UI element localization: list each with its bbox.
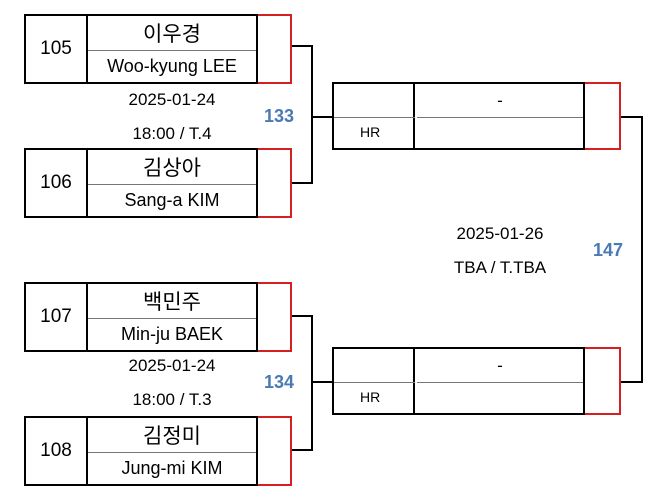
bracket-connector bbox=[292, 315, 312, 317]
round2-score-box-top[interactable] bbox=[585, 82, 621, 150]
player-card-105[interactable]: 105 이우경 Woo-kyung LEE bbox=[24, 14, 258, 84]
seed-cell: HR bbox=[334, 84, 415, 148]
slot-divider bbox=[417, 117, 583, 118]
score-box-107[interactable] bbox=[258, 282, 292, 352]
player-card-108[interactable]: 108 김정미 Jung-mi KIM bbox=[24, 416, 258, 486]
player-name-english: Min-ju BAEK bbox=[120, 324, 224, 344]
bracket-connector bbox=[641, 116, 643, 383]
seed-number: 108 bbox=[26, 418, 88, 484]
bracket-connector bbox=[292, 182, 312, 184]
round2-score-box-bottom[interactable] bbox=[585, 347, 621, 415]
seed-number: 107 bbox=[26, 284, 88, 350]
match-number: 147 bbox=[593, 240, 624, 260]
match-date: 2025-01-24 bbox=[128, 356, 216, 375]
match-date: 2025-01-24 bbox=[128, 90, 216, 109]
player-card-106[interactable]: 106 김상아 Sang-a KIM bbox=[24, 148, 258, 218]
bracket-connector bbox=[621, 116, 643, 118]
player-name-english: Jung-mi KIM bbox=[121, 458, 223, 478]
match-date: 2025-01-26 bbox=[456, 224, 544, 243]
bracket-connector bbox=[292, 45, 312, 47]
name-divider bbox=[88, 50, 256, 51]
player-name-korean: 백민주 bbox=[143, 291, 201, 314]
slot-divider bbox=[334, 117, 415, 118]
bracket-connector bbox=[621, 381, 643, 383]
score-box-106[interactable] bbox=[258, 148, 292, 218]
slot-divider bbox=[417, 382, 583, 383]
seed-number: 106 bbox=[26, 150, 88, 216]
bracket-connector bbox=[311, 45, 313, 184]
bracket-connector bbox=[292, 449, 312, 451]
match-time-table: 18:00 / T.4 bbox=[132, 124, 212, 143]
player-name-korean: 이우경 bbox=[143, 23, 201, 46]
player-card-107[interactable]: 107 백민주 Min-ju BAEK bbox=[24, 282, 258, 352]
player-name-english: Woo-kyung LEE bbox=[107, 56, 237, 76]
round2-slot-bottom[interactable]: HR - bbox=[332, 347, 585, 415]
score-box-108[interactable] bbox=[258, 416, 292, 486]
name-divider bbox=[88, 318, 256, 319]
match-number: 133 bbox=[264, 106, 295, 126]
name-cell: - bbox=[417, 349, 583, 413]
player-name-korean: 김상아 bbox=[143, 157, 201, 180]
seed-label: HR bbox=[360, 124, 381, 140]
player-name-english: Sang-a KIM bbox=[124, 190, 220, 210]
bracket-connector bbox=[311, 381, 332, 383]
match-time-table: TBA / T.TBA bbox=[453, 258, 547, 277]
slot-divider bbox=[334, 382, 415, 383]
name-cell: - bbox=[417, 84, 583, 148]
player-name: - bbox=[497, 90, 503, 110]
bracket-connector bbox=[311, 116, 332, 118]
seed-number: 105 bbox=[26, 16, 88, 82]
seed-cell: HR bbox=[334, 349, 415, 413]
name-divider bbox=[88, 452, 256, 453]
round2-slot-top[interactable]: HR - bbox=[332, 82, 585, 150]
match-time-table: 18:00 / T.3 bbox=[132, 390, 212, 409]
seed-label: HR bbox=[360, 389, 381, 405]
player-name: - bbox=[497, 355, 503, 375]
score-box-105[interactable] bbox=[258, 14, 292, 84]
match-number: 134 bbox=[264, 372, 295, 392]
player-name-korean: 김정미 bbox=[143, 425, 201, 448]
name-divider bbox=[88, 184, 256, 185]
bracket-connector bbox=[311, 315, 313, 451]
